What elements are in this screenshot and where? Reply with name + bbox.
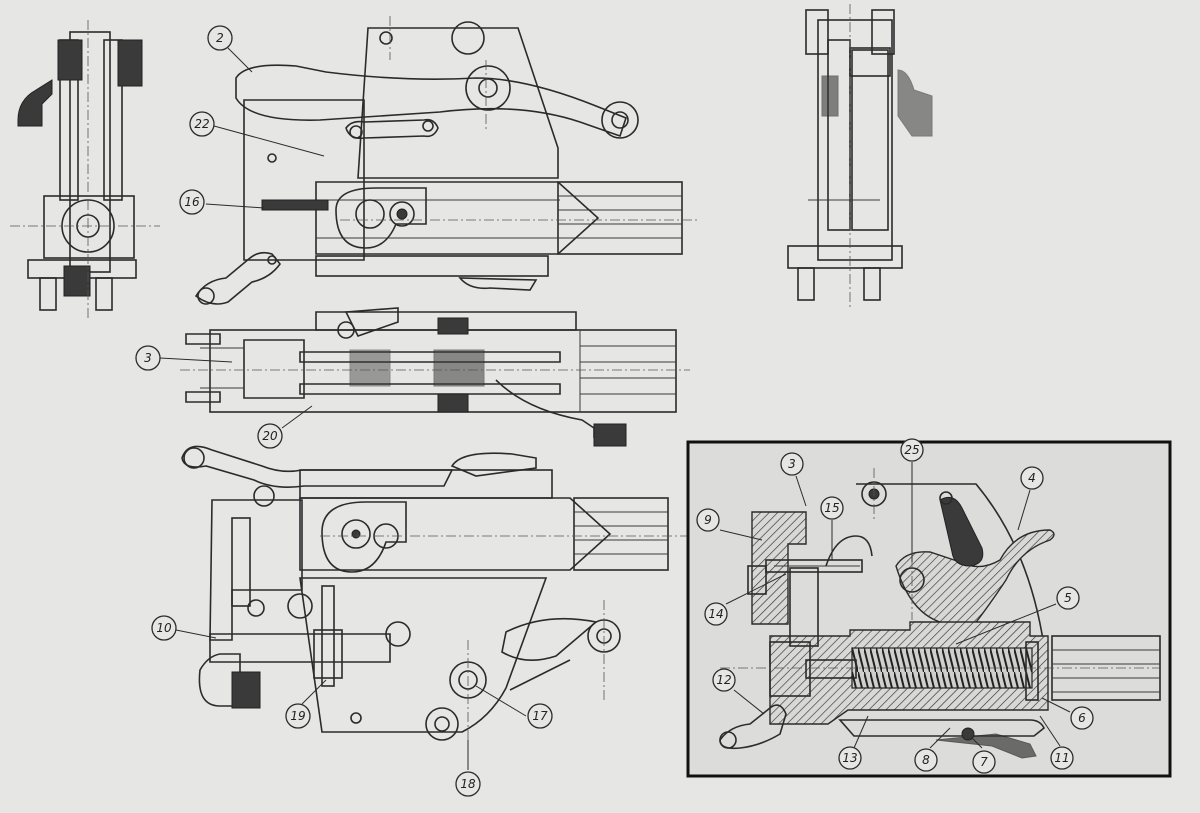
bottom-side-view [181, 445, 690, 760]
section-inset [686, 440, 1172, 778]
callout-2: 2 [207, 25, 253, 73]
svg-text:20: 20 [262, 429, 278, 443]
inset-callout-4: 4 [1017, 466, 1044, 531]
right-end-view [787, 4, 933, 308]
inset-callout-14: 14 [704, 573, 787, 626]
callout-19: 19 [285, 679, 327, 729]
svg-text:11: 11 [1054, 751, 1069, 765]
svg-text:7: 7 [980, 755, 988, 769]
callouts: 2 22 16 3 20 10 19 17 [135, 25, 1094, 797]
svg-text:13: 13 [842, 751, 857, 765]
svg-text:8: 8 [922, 753, 930, 767]
svg-text:22: 22 [194, 117, 209, 131]
svg-text:3: 3 [788, 457, 796, 471]
svg-text:16: 16 [184, 195, 200, 209]
svg-text:17: 17 [532, 709, 548, 723]
svg-text:18: 18 [460, 777, 476, 791]
svg-text:5: 5 [1064, 591, 1072, 605]
left-end-view [10, 20, 160, 318]
callout-18: 18 [455, 740, 481, 797]
inset-callout-13: 13 [838, 715, 869, 770]
inset-callout-8: 8 [914, 727, 951, 772]
inset-callout-6: 6 [1041, 697, 1094, 730]
svg-text:10: 10 [156, 621, 172, 635]
top-side-view [194, 16, 700, 305]
svg-text:19: 19 [290, 709, 305, 723]
svg-text:15: 15 [824, 501, 839, 515]
svg-text:25: 25 [904, 443, 919, 457]
callout-3: 3 [135, 345, 233, 371]
inset-callout-9: 9 [696, 508, 763, 541]
callout-10: 10 [151, 615, 217, 641]
inset-callout-12: 12 [712, 668, 765, 715]
callout-20: 20 [257, 405, 313, 449]
callout-16: 16 [179, 189, 265, 215]
callout-17: 17 [475, 685, 553, 729]
middle-plan-view [180, 307, 690, 447]
svg-text:4: 4 [1028, 471, 1036, 485]
svg-text:6: 6 [1078, 711, 1086, 725]
inset-callout-7: 7 [971, 737, 996, 774]
svg-text:12: 12 [716, 673, 731, 687]
callout-22: 22 [189, 111, 325, 157]
inset-callout-5: 5 [955, 586, 1080, 645]
inset-callout-15: 15 [820, 496, 844, 560]
svg-text:2: 2 [216, 31, 224, 45]
inset-callout-25: 25 [900, 438, 924, 562]
svg-text:14: 14 [708, 607, 723, 621]
svg-text:9: 9 [704, 513, 712, 527]
inset-callout-11: 11 [1039, 715, 1074, 770]
svg-text:3: 3 [144, 351, 152, 365]
inset-callout-3: 3 [780, 452, 807, 507]
